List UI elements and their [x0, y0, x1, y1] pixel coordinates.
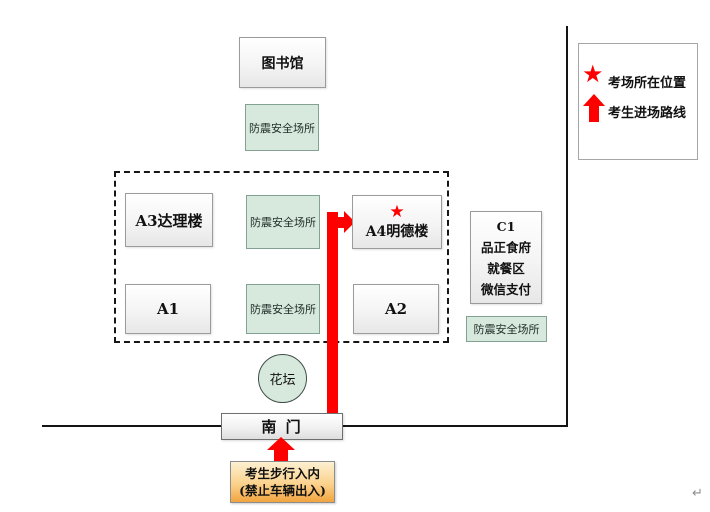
building-a1-label: A1 — [156, 300, 180, 318]
building-a1: A1 — [125, 284, 211, 334]
c1-line: 品正食府 — [480, 239, 531, 255]
legend-box: ★ 考场所在位置 考生进场路线 — [578, 43, 698, 160]
gate-entry-arrow-icon — [267, 437, 295, 450]
arrow-up-shaft — [589, 106, 599, 122]
entry-route-line — [327, 212, 338, 415]
c1-line: 就餐区 — [487, 260, 525, 276]
south-gate-label: 南 门 — [261, 418, 303, 436]
safety-area-right: 防震安全场所 — [466, 316, 547, 342]
exam-location-star-icon: ★ — [389, 201, 405, 222]
star-icon: ★ — [582, 60, 604, 88]
building-a4: ★ A4明德楼 — [352, 195, 442, 249]
legend-entry-route-label: 考生进场路线 — [608, 106, 687, 121]
c1-line: C1 — [496, 218, 516, 234]
entry-route-elbow — [332, 217, 345, 228]
building-a2: A2 — [353, 284, 439, 334]
arrow-up-icon — [583, 94, 605, 106]
notice-line2: (禁止车辆出入) — [239, 483, 326, 498]
notice-line1: 考生步行入内 — [244, 466, 320, 481]
building-c1-canteen: C1 品正食府 就餐区 微信支付 — [470, 211, 542, 304]
east-boundary-line — [566, 26, 568, 427]
safety-area-label: 防震安全场所 — [249, 121, 315, 135]
building-library-label: 图书馆 — [261, 55, 304, 72]
gate-entry-arrow-shaft — [274, 450, 288, 462]
building-a3: A3达理楼 — [125, 193, 213, 247]
flowerbed-circle: 花坛 — [258, 354, 307, 403]
building-a2-label: A2 — [384, 300, 408, 318]
building-a4-label: A4明德楼 — [365, 223, 429, 240]
safety-area-top: 防震安全场所 — [245, 104, 319, 151]
safety-area-label: 防震安全场所 — [250, 303, 316, 316]
c1-line: 微信支付 — [480, 281, 531, 297]
legend-exam-location-label: 考场所在位置 — [608, 76, 687, 91]
exam-zone-dashed-border — [114, 171, 449, 343]
building-a3-label: A3达理楼 — [135, 211, 203, 230]
building-library: 图书馆 — [239, 37, 326, 88]
flowerbed-label: 花坛 — [269, 373, 296, 388]
safety-area-row2: 防震安全场所 — [246, 284, 320, 334]
pedestrian-notice: 考生步行入内 (禁止车辆出入) — [230, 461, 335, 503]
south-gate: 南 门 — [221, 413, 343, 440]
safety-area-label: 防震安全场所 — [250, 216, 316, 229]
safety-area-row1: 防震安全场所 — [246, 195, 320, 249]
entry-route-arrowhead-icon — [344, 211, 355, 233]
safety-area-label: 防震安全场所 — [473, 323, 540, 336]
return-mark: ↵ — [692, 486, 703, 501]
